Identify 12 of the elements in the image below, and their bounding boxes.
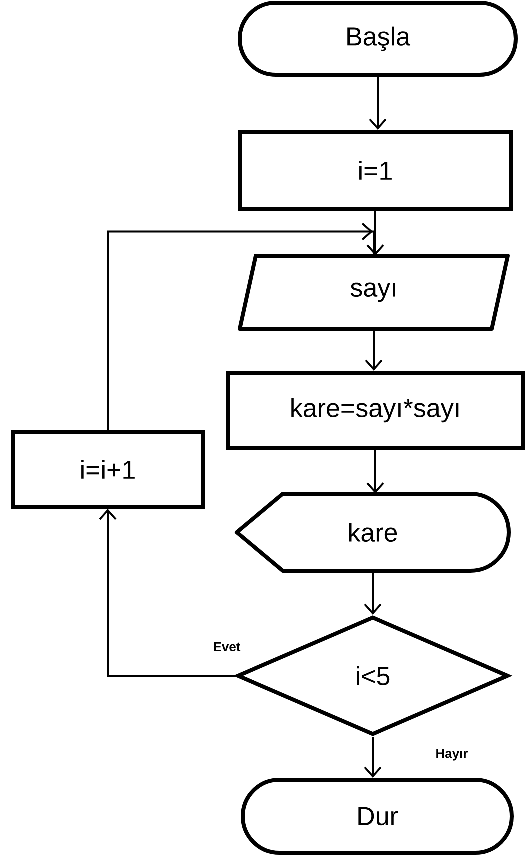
arrow — [365, 329, 383, 371]
arrow — [364, 571, 382, 615]
input-parallelogram: sayı — [238, 254, 510, 331]
process-box: i=i+1 — [11, 430, 205, 509]
arrow — [364, 737, 382, 778]
arrow — [369, 77, 387, 130]
process-box: i=1 — [238, 130, 513, 211]
arrow — [366, 211, 384, 256]
arrow — [99, 509, 236, 677]
arrow — [366, 450, 384, 494]
edge-label: Hayır — [434, 748, 470, 762]
process-box: kare=sayı*sayı — [226, 371, 525, 450]
